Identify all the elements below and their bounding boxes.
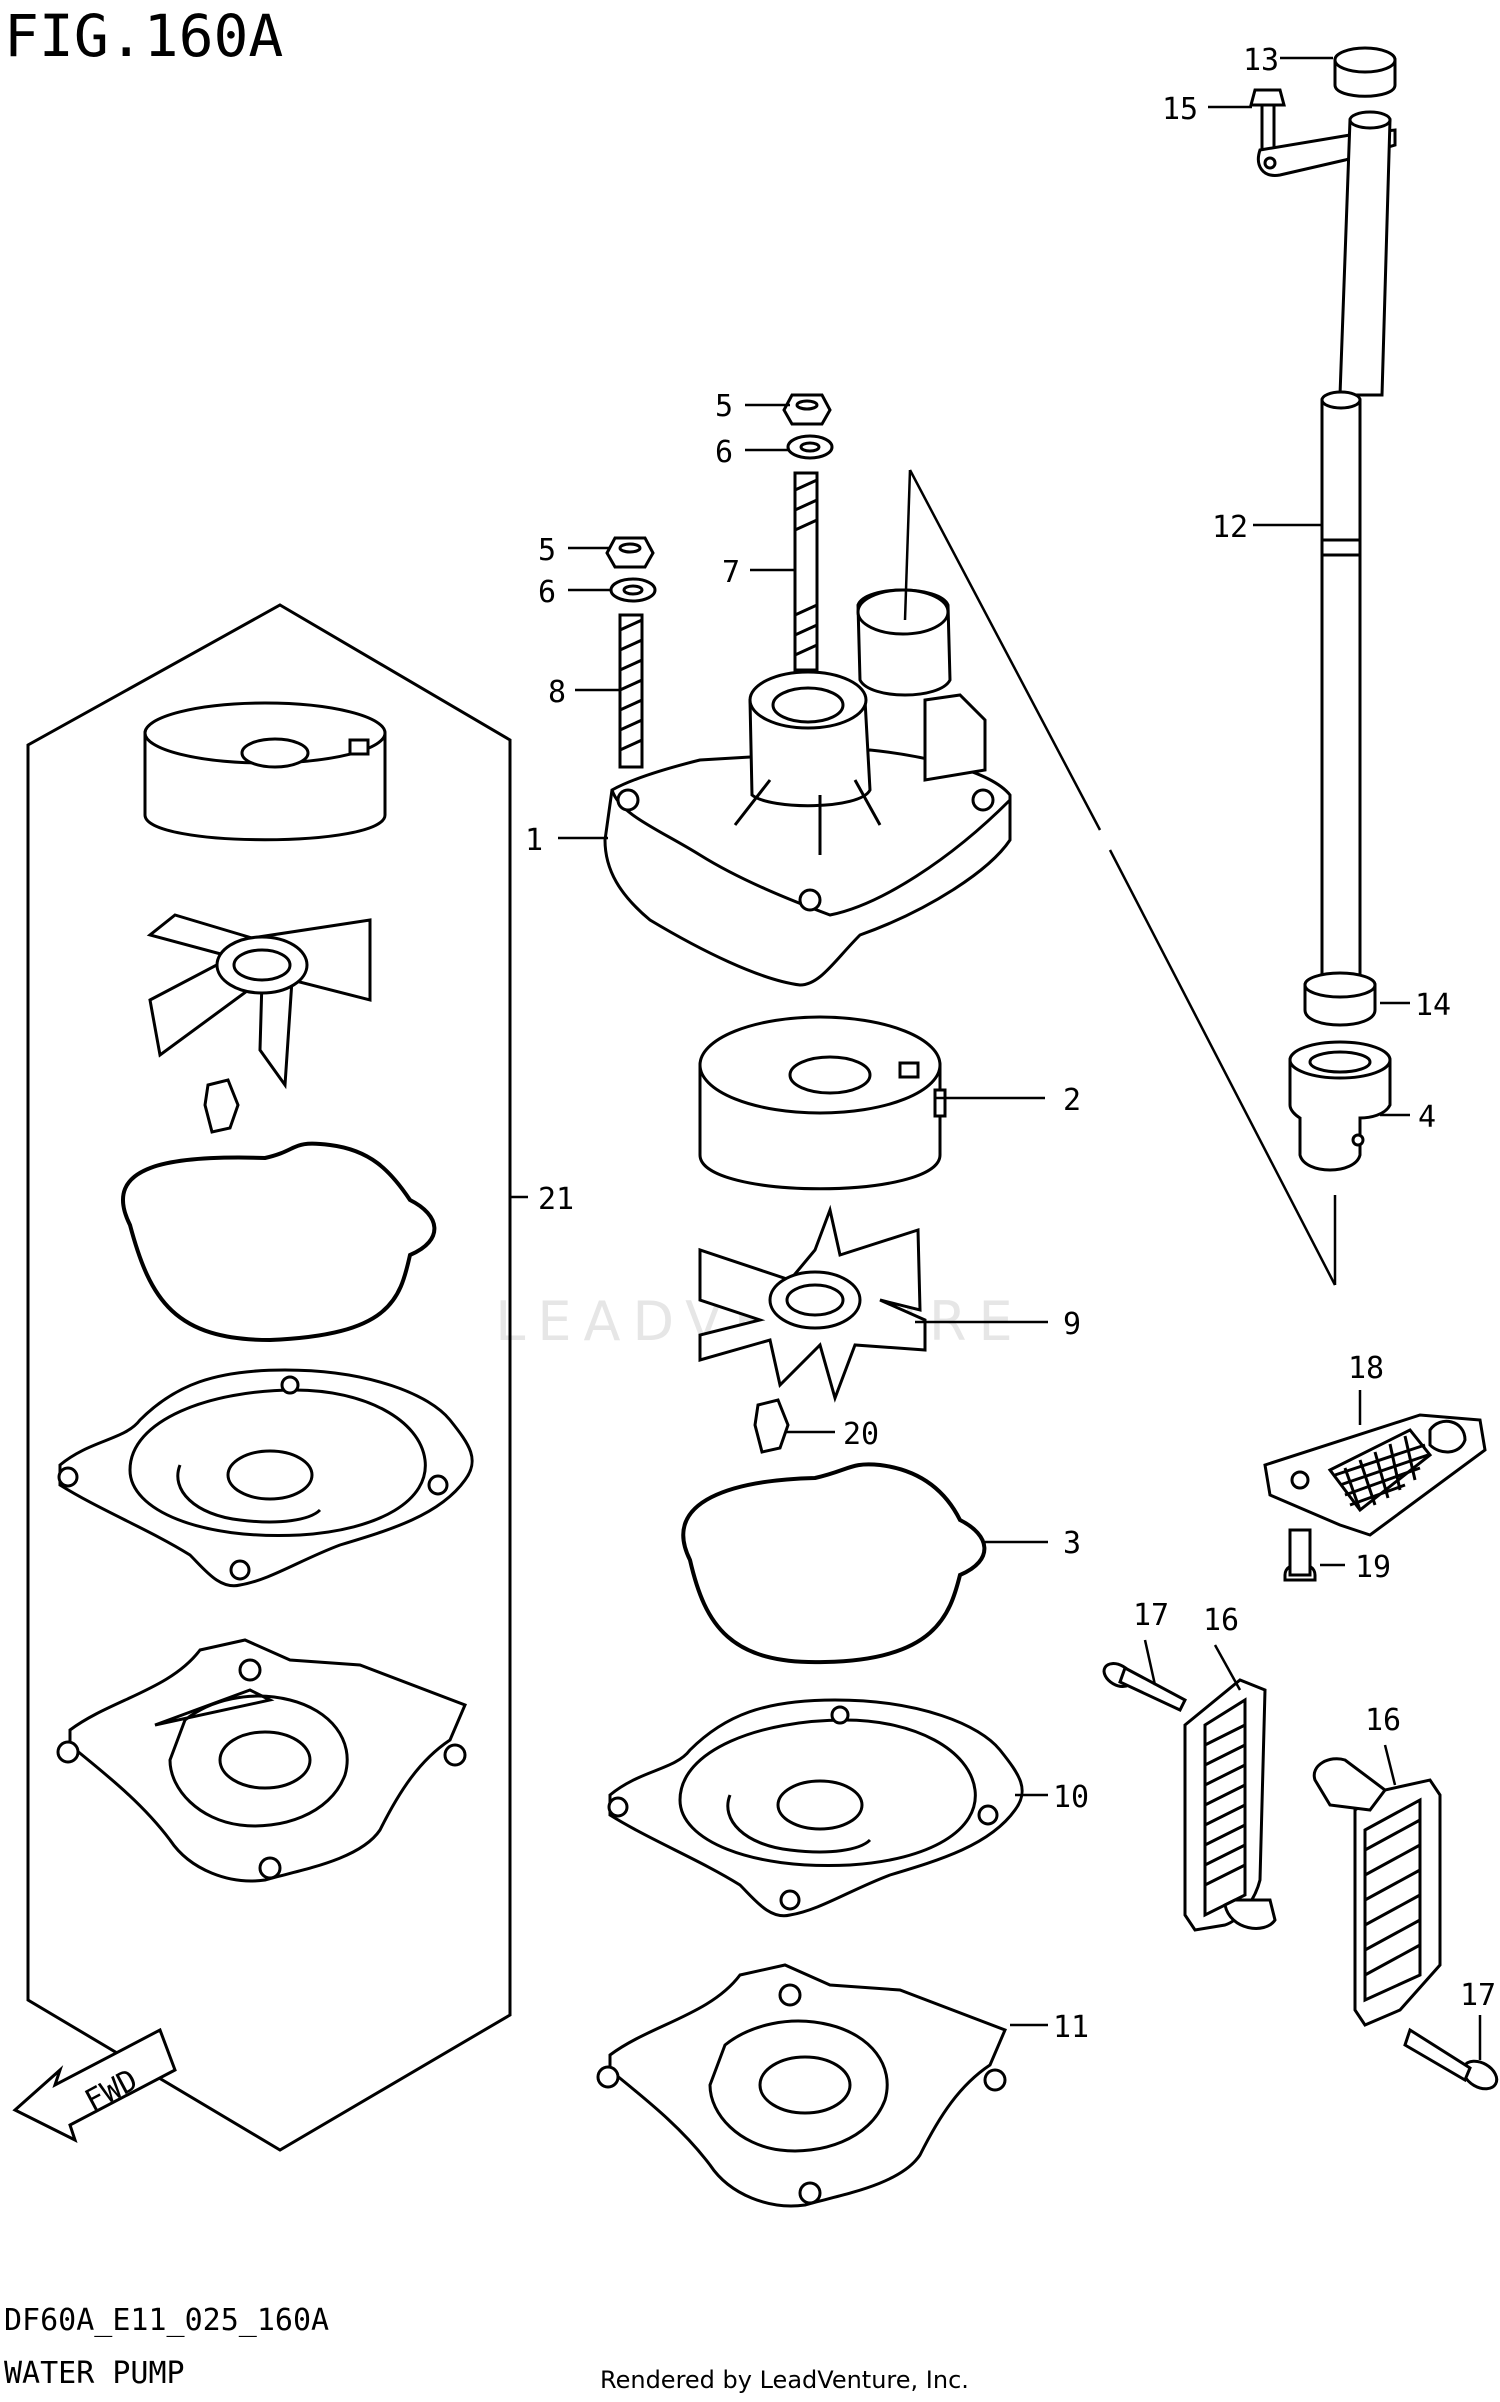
callout-10: 10	[1053, 1780, 1089, 1815]
nut-lower[interactable]	[605, 536, 655, 569]
o-ring[interactable]	[681, 1462, 987, 1665]
callout-9: 9	[1063, 1307, 1081, 1342]
pump-case-plate[interactable]	[607, 1698, 1024, 1918]
callout-4: 4	[1418, 1100, 1436, 1135]
stud-short[interactable]	[618, 613, 644, 769]
callout-5-upper: 5	[715, 389, 733, 424]
callout-3: 3	[1063, 1526, 1081, 1561]
grommet-top[interactable]	[1333, 46, 1397, 98]
stud-long[interactable]	[793, 471, 819, 672]
kit-impeller-housing[interactable]	[143, 701, 387, 842]
gasket[interactable]	[596, 1963, 1007, 2208]
screw-19[interactable]	[1283, 1528, 1317, 1582]
figure-title: FIG.160A	[4, 2, 283, 70]
callout-8: 8	[548, 675, 566, 710]
callout-11: 11	[1053, 2010, 1089, 2045]
kit-outline	[26, 603, 512, 2152]
nut-upper[interactable]	[782, 393, 832, 426]
kit-o-ring[interactable]	[121, 1141, 437, 1343]
side-grille-right[interactable]	[1312, 1757, 1442, 2027]
callout-17-left: 17	[1133, 1598, 1169, 1633]
screw-17-left[interactable]	[1100, 1659, 1187, 1712]
side-grille-left[interactable]	[1183, 1678, 1277, 1932]
pump-housing[interactable]	[603, 588, 1012, 987]
impeller-housing-liner[interactable]	[698, 1015, 947, 1191]
assembly-leader	[908, 469, 1102, 831]
footer-rendered-by: Rendered by LeadVenture, Inc.	[600, 2366, 969, 2394]
callout-13: 13	[1243, 43, 1279, 78]
callout-17-right: 17	[1460, 1978, 1496, 2013]
callout-1: 1	[525, 823, 543, 858]
water-tube[interactable]	[1320, 110, 1392, 992]
callout-5-lower: 5	[538, 533, 556, 568]
callout-16-left: 16	[1203, 1603, 1239, 1638]
washer-lower[interactable]	[609, 577, 657, 603]
callout-15: 15	[1162, 92, 1198, 127]
callout-7: 7	[722, 555, 740, 590]
callout-2: 2	[1063, 1083, 1081, 1118]
washer-upper[interactable]	[786, 434, 834, 460]
grommet-14[interactable]	[1303, 971, 1377, 1027]
kit-impeller[interactable]	[146, 913, 372, 1090]
callout-21: 21	[538, 1182, 574, 1217]
seal-4[interactable]	[1288, 1040, 1392, 1172]
assembly-leader-4	[903, 469, 912, 621]
callout-18: 18	[1348, 1351, 1384, 1386]
screw-17-right[interactable]	[1403, 2027, 1500, 2094]
callout-16-right: 16	[1365, 1703, 1401, 1738]
callout-20: 20	[843, 1417, 879, 1452]
callout-leaders	[558, 56, 1482, 2060]
callout-19: 19	[1355, 1550, 1391, 1585]
callout-6-upper: 6	[715, 435, 733, 470]
kit-pump-case-plate[interactable]	[57, 1368, 474, 1588]
callout-14: 14	[1415, 988, 1451, 1023]
footer-subtitle: WATER PUMP	[4, 2356, 185, 2391]
bolt-15[interactable]	[1249, 88, 1286, 162]
callout-12: 12	[1212, 510, 1248, 545]
callout-6-lower: 6	[538, 575, 556, 610]
assembly-leader-2	[1108, 849, 1337, 1286]
kit-gasket[interactable]	[56, 1638, 467, 1883]
water-screen[interactable]	[1263, 1413, 1487, 1537]
kit-impeller-key[interactable]	[203, 1078, 240, 1134]
footer-code: DF60A_E11_025_160A	[4, 2303, 329, 2338]
fwd-arrow-icon: FWD	[12, 2027, 177, 2143]
impeller-key[interactable]	[753, 1398, 790, 1454]
impeller[interactable]	[698, 1204, 927, 1403]
